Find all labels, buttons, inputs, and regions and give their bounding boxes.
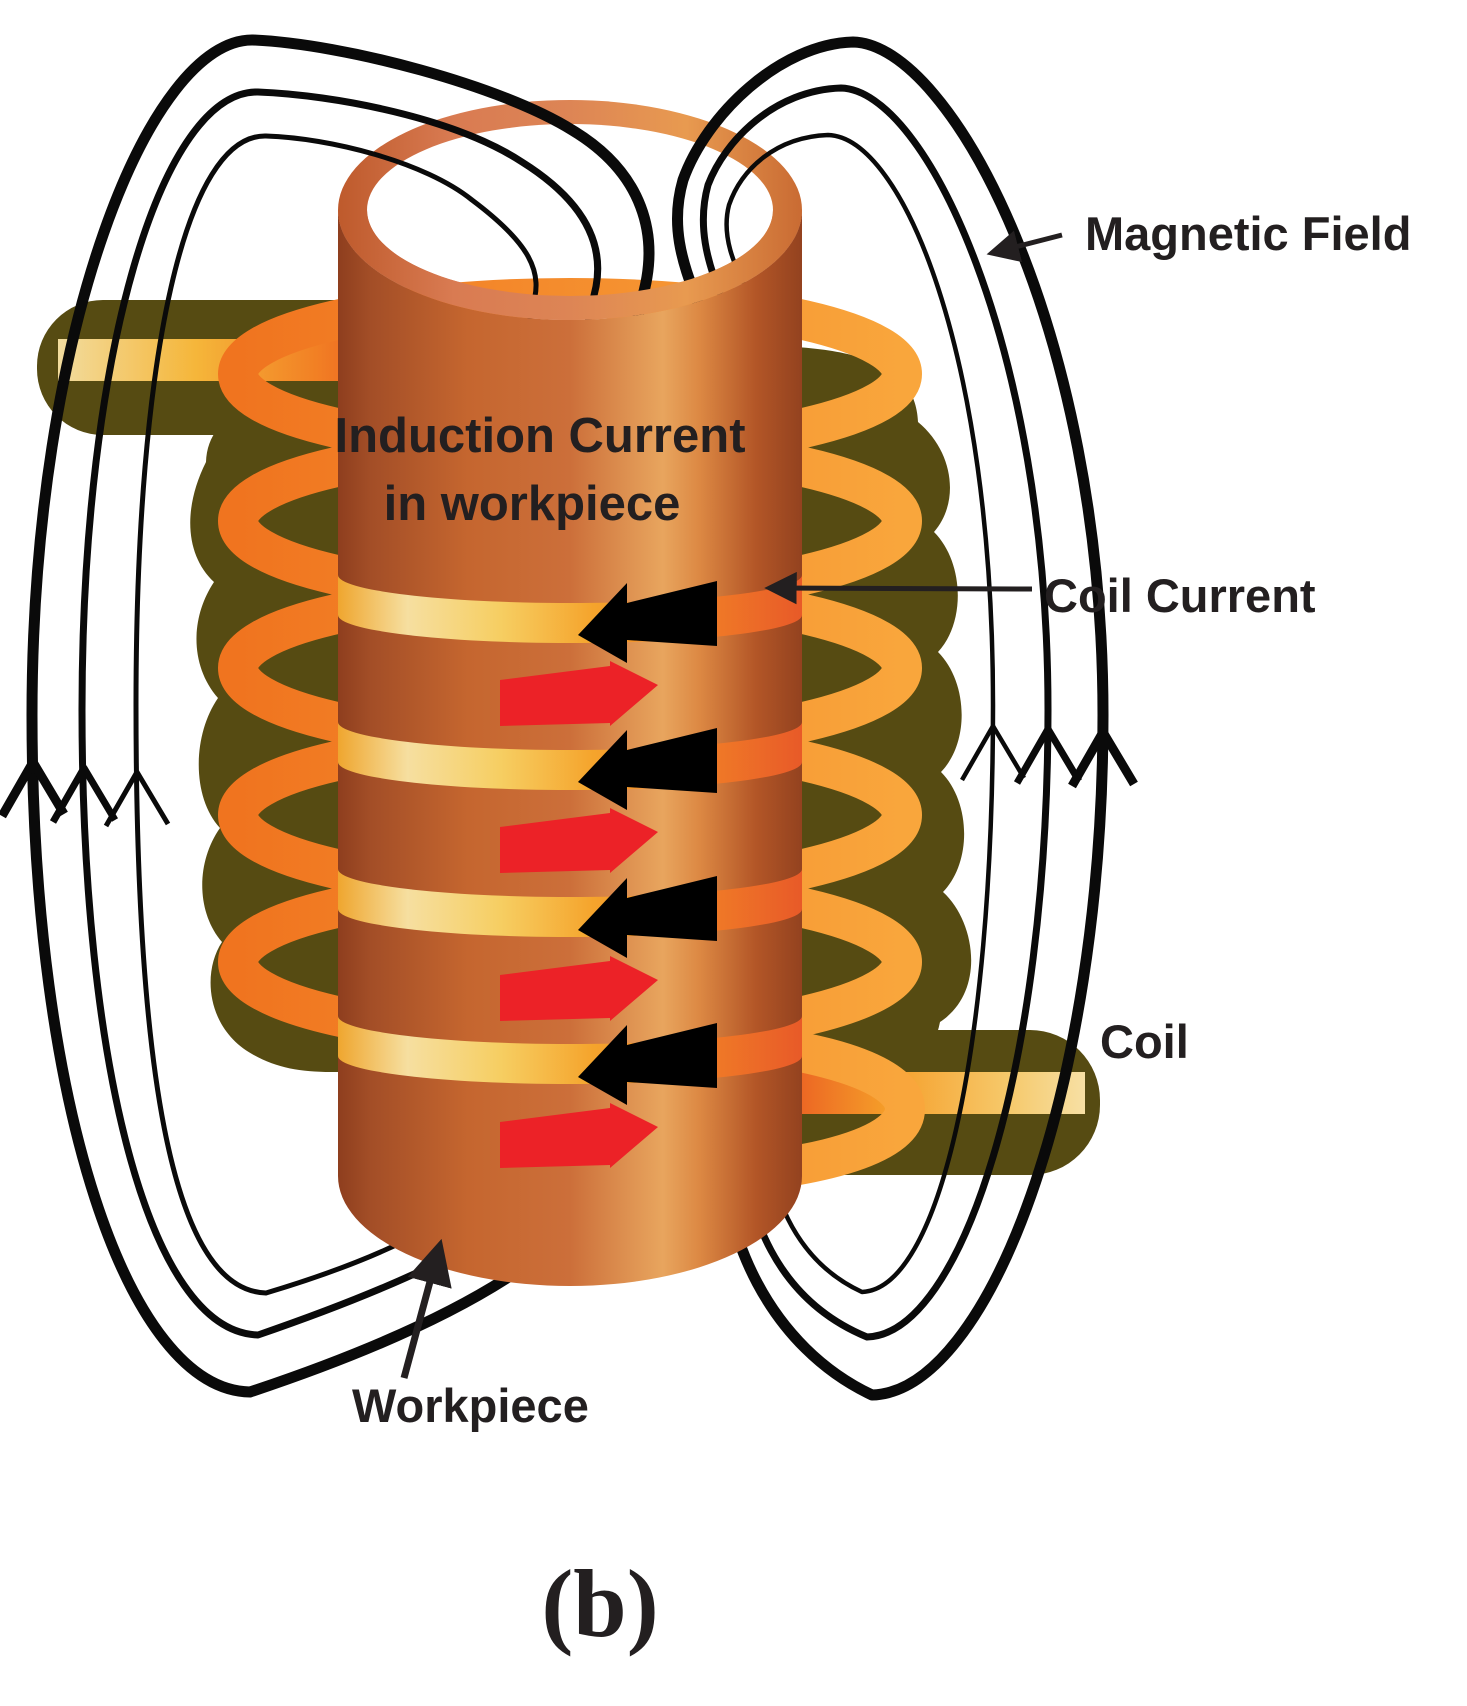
coil-current-arrow-left-icon	[578, 1023, 717, 1105]
cylinder-body	[338, 210, 802, 1286]
induction-current-arrow-right-icon	[500, 1103, 658, 1168]
magnetic-field-label: Magnetic Field	[1085, 207, 1411, 260]
magnetic-field-pointer-icon	[986, 230, 1063, 263]
field-arrow-up-icon	[1013, 725, 1083, 785]
field-line-right-middle	[699, 84, 1052, 1341]
induction-current-label-line2: in workpiece	[384, 477, 681, 531]
induction-current-label: Induction Current in workpiece	[334, 409, 745, 531]
coil-current-arrow-left-icon	[578, 581, 717, 663]
figure-caption: (b)	[541, 1550, 658, 1657]
induction-current-arrow-right-icon	[500, 808, 658, 873]
induction-current-arrow-right-icon	[500, 661, 658, 726]
field-arrow-up-icon	[1068, 727, 1138, 789]
field-arrow-up-icon	[960, 723, 1026, 782]
field-arrow-up-icon	[49, 764, 119, 824]
field-arrow-up-icon	[0, 757, 68, 819]
opening-front-rim	[338, 210, 802, 320]
induction-current-arrows	[500, 661, 658, 1168]
coil-label: Coil	[1100, 1015, 1189, 1068]
workpiece-pointer-icon	[400, 1238, 452, 1379]
coil-current-arrow-left-icon	[578, 728, 717, 810]
induction-current-arrow-right-icon	[500, 956, 658, 1021]
field-line-right-outer	[672, 36, 1109, 1401]
workpiece-label: Workpiece	[352, 1379, 589, 1432]
coil-current-arrow-left-icon	[578, 876, 717, 958]
field-arrow-up-icon	[103, 769, 171, 828]
coil-current-arrows	[578, 581, 717, 1105]
workpiece-cylinder	[338, 210, 802, 1286]
induction-current-label-line1: Induction Current	[334, 409, 745, 463]
callout-arrows	[400, 230, 1063, 1379]
field-direction-up-icons	[0, 723, 1138, 828]
opening-interior	[367, 124, 773, 296]
coil-current-label: Coil Current	[1044, 569, 1316, 622]
coil-current-pointer-icon	[764, 571, 1033, 605]
